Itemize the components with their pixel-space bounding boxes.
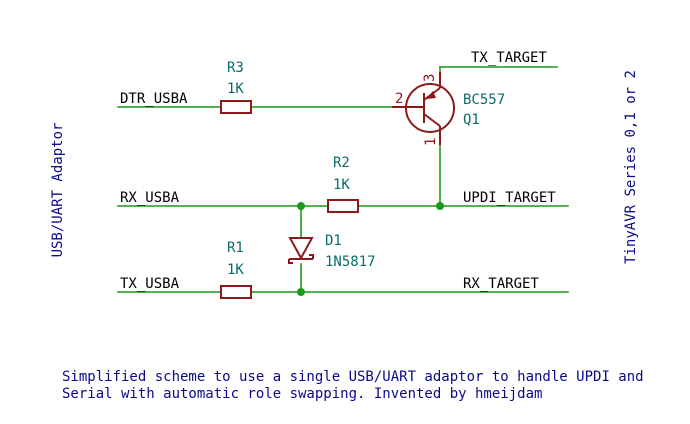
q1-value: BC557 xyxy=(463,92,505,108)
junction-diode-top xyxy=(297,202,305,210)
r1-ref: R1 xyxy=(227,240,244,256)
note-line-1: Simplified scheme to use a single USB/UA… xyxy=(62,369,644,385)
d1-value: 1N5817 xyxy=(325,254,376,270)
q1-pin-emitter: 3 xyxy=(422,74,438,82)
junction-updi xyxy=(436,202,444,210)
net-tx-usba: TX_USBA xyxy=(120,276,180,292)
transistor-q1 xyxy=(392,72,455,145)
note-line-2: Serial with automatic role swapping. Inv… xyxy=(62,386,542,402)
resistor-r2: R2 1K xyxy=(327,155,359,213)
q1-collector-lead xyxy=(423,113,441,127)
net-rx-target: RX_TARGET xyxy=(463,276,539,292)
r3-value: 1K xyxy=(227,81,244,97)
junctions xyxy=(297,202,444,296)
r2-value: 1K xyxy=(333,177,350,193)
side-label-right: TinyAVR Series 0,1 or 2 xyxy=(623,70,639,264)
net-updi-target: UPDI_TARGET xyxy=(463,190,556,206)
d1-ref: D1 xyxy=(325,233,342,249)
diode-schottky-hook-right xyxy=(309,254,314,259)
net-rx-usba: RX_USBA xyxy=(120,190,180,206)
resistor-r1: R1 1K xyxy=(220,240,252,299)
r2-ref: R2 xyxy=(333,155,350,171)
net-dtr-usba: DTR_USBA xyxy=(120,91,188,107)
q1-pin-collector: 1 xyxy=(423,138,439,146)
q1-pin-base: 2 xyxy=(395,91,403,107)
resistor-r3: R3 1K xyxy=(220,60,252,114)
q1-ref: Q1 xyxy=(463,112,480,128)
side-label-left: USB/UART Adaptor xyxy=(50,123,66,258)
diode-schottky-hook-left xyxy=(288,259,293,264)
r3-ref: R3 xyxy=(227,60,244,76)
diode-body xyxy=(288,237,314,261)
q1-emitter-arrow xyxy=(426,91,436,99)
r1-value: 1K xyxy=(227,262,244,278)
net-tx-target: TX_TARGET xyxy=(471,50,547,66)
diode-d1 xyxy=(288,237,314,264)
junction-diode-bottom xyxy=(297,288,305,296)
